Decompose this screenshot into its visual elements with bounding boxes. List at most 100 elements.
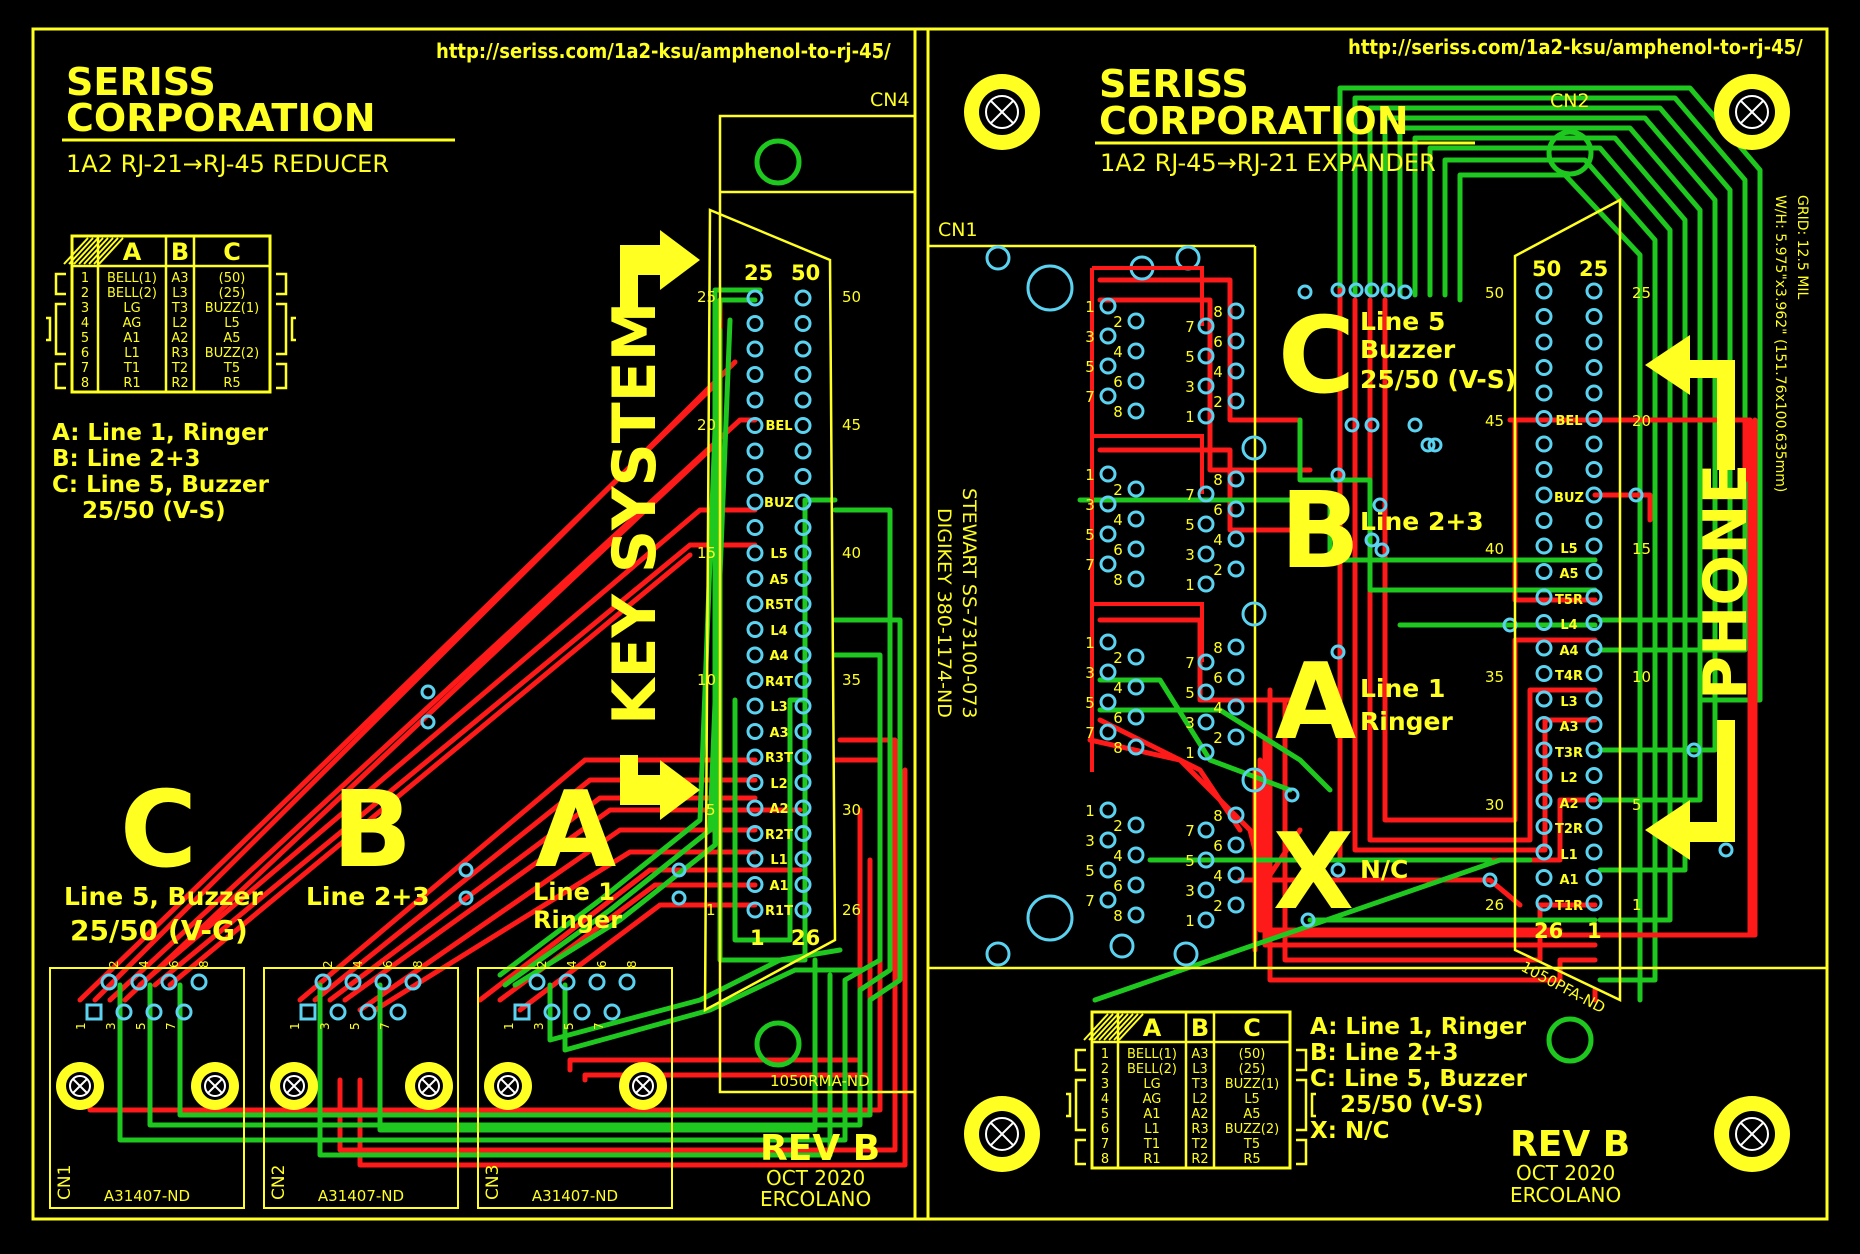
rj45-pin-num: 2	[1213, 393, 1223, 411]
cn4-pad	[746, 468, 764, 485]
cn4-signal-r1t: R1T	[765, 904, 793, 919]
rj45-pad	[1099, 465, 1117, 483]
rj45-pad	[1197, 485, 1215, 503]
rj45-pad	[1197, 545, 1215, 563]
rj45-pin-num: 7	[1185, 486, 1195, 504]
right-company-2: CORPORATION	[1099, 99, 1409, 143]
left-table-row-pin: 4	[81, 316, 89, 331]
rj45-pin-num: 8	[1213, 303, 1223, 321]
left-table-row-c: T5	[223, 361, 240, 376]
left-big-a: A	[535, 769, 616, 891]
right-table-row-pin: 3	[1101, 1077, 1109, 1092]
right-table-row-pin: 6	[1101, 1122, 1109, 1137]
cn4-pin-26: 26	[842, 901, 861, 919]
rj45-pad	[1127, 708, 1145, 726]
jack-pin-num: 3	[318, 1022, 332, 1030]
left-table-header-B: B	[171, 238, 189, 266]
left-company-2: CORPORATION	[66, 96, 376, 140]
right-table-row-c: (25)	[1239, 1062, 1266, 1077]
cn4-pad	[794, 340, 812, 358]
rj45-pin-num: 3	[1085, 328, 1095, 346]
rj45-pad	[1197, 515, 1215, 533]
rj45-pad	[1127, 312, 1145, 330]
cn2-pad	[1535, 818, 1553, 835]
cn2-pad	[1535, 665, 1553, 682]
left-table-frame	[70, 234, 272, 394]
rj45-pin-num: 3	[1185, 378, 1195, 396]
cn2-pins	[1535, 282, 1603, 912]
left-b-label: Line 2+3	[306, 882, 430, 911]
rj45-pad	[1227, 362, 1245, 380]
cn2-pad	[1535, 614, 1553, 631]
cn2-pin-26-footer: 26	[1534, 919, 1563, 943]
rj45-pad	[1197, 377, 1215, 395]
cn2-pad	[1535, 639, 1553, 657]
cn4-pad	[794, 876, 812, 893]
cn2-pad	[1535, 461, 1553, 478]
cn4-pin-25-header: 25	[744, 261, 773, 285]
cn4-labels: 25 50 25 50 20 45 15 40 10 35 5 30 1 26 …	[697, 261, 861, 950]
phone-arrow-bottom	[1645, 720, 1735, 860]
cn2-pin-30: 30	[1485, 796, 1504, 814]
left-table-row-c: BUZZ(1)	[205, 301, 259, 316]
jack-name: CN3	[483, 1165, 503, 1200]
cn4-outline	[718, 114, 917, 1094]
cn2-pad	[1585, 639, 1603, 657]
jack-part: A31407-ND	[104, 1187, 190, 1205]
cn4-pin-5: 5	[706, 801, 716, 819]
jack-pin-num: 3	[532, 1022, 546, 1030]
cn4-pad	[794, 417, 812, 434]
rj45-pin-num: 1	[1085, 466, 1095, 484]
right-author: ERCOLANO	[1510, 1183, 1621, 1207]
rj45-pad	[1099, 555, 1117, 573]
stewart-label-2: DIGIKEY 380-1174-ND	[933, 508, 955, 718]
cn2-pin-40: 40	[1485, 540, 1504, 558]
cn4-signal-a2: A2	[769, 802, 788, 817]
key-system-arrow-top	[620, 230, 700, 310]
cn4-signal-a3: A3	[769, 726, 788, 741]
right-legend-c: C: Line 5, Buzzer	[1310, 1066, 1528, 1092]
cn2-pin-15: 15	[1632, 540, 1651, 558]
jack-pin-num: 1	[502, 1022, 516, 1030]
rj45-pin-num: 3	[1085, 496, 1095, 514]
rj45-pad	[1127, 846, 1145, 864]
cn2-pad	[1585, 716, 1603, 733]
cn2-pad	[1585, 614, 1603, 631]
cn4-pad	[746, 799, 764, 817]
left-url[interactable]: http://seriss.com/1a2-ksu/amphenol-to-rj…	[436, 39, 891, 63]
cn2-pad	[1585, 435, 1603, 453]
cn4-pad	[746, 595, 764, 613]
right-mounting-holes	[964, 74, 1790, 1172]
rj45-pad	[1099, 861, 1117, 879]
rj45-pad	[1127, 540, 1145, 558]
right-table-row-c: R5	[1243, 1152, 1260, 1167]
rj45-pad	[1127, 678, 1145, 696]
right-table-row-a: AG	[1143, 1092, 1162, 1107]
rj45-pad	[1197, 911, 1215, 929]
cn2-signal-l3: L3	[1560, 695, 1577, 710]
cn4-pad	[746, 442, 764, 460]
jack-mount-hole	[484, 1062, 532, 1110]
rj45-pin-num: 3	[1085, 832, 1095, 850]
cn2-pad	[1585, 563, 1603, 580]
right-url[interactable]: http://seriss.com/1a2-ksu/amphenol-to-rj…	[1348, 35, 1803, 59]
rj45-pin-num: 5	[1085, 358, 1095, 376]
cn4-part: 1050RMA-ND	[770, 1072, 870, 1090]
rj45-pad	[1197, 575, 1215, 593]
cn2-pad	[1585, 843, 1603, 861]
cn4-signal-l4: L4	[770, 624, 787, 639]
left-table-row-a: T1	[123, 361, 140, 376]
rj45-pad	[1127, 570, 1145, 588]
left-rev: REV B	[760, 1128, 880, 1169]
left-table-header-A: A	[123, 238, 142, 266]
rj45-pad	[1197, 851, 1215, 869]
rj45-pad	[1227, 500, 1245, 518]
cn4-mount-top	[754, 138, 802, 186]
cn4-pad	[794, 723, 812, 740]
rj45-pin-num: 1	[1085, 634, 1095, 652]
left-table-row-a: BELL(2)	[107, 286, 157, 301]
right-table-row-a: A1	[1143, 1107, 1160, 1122]
cn2-pin-45: 45	[1485, 412, 1504, 430]
